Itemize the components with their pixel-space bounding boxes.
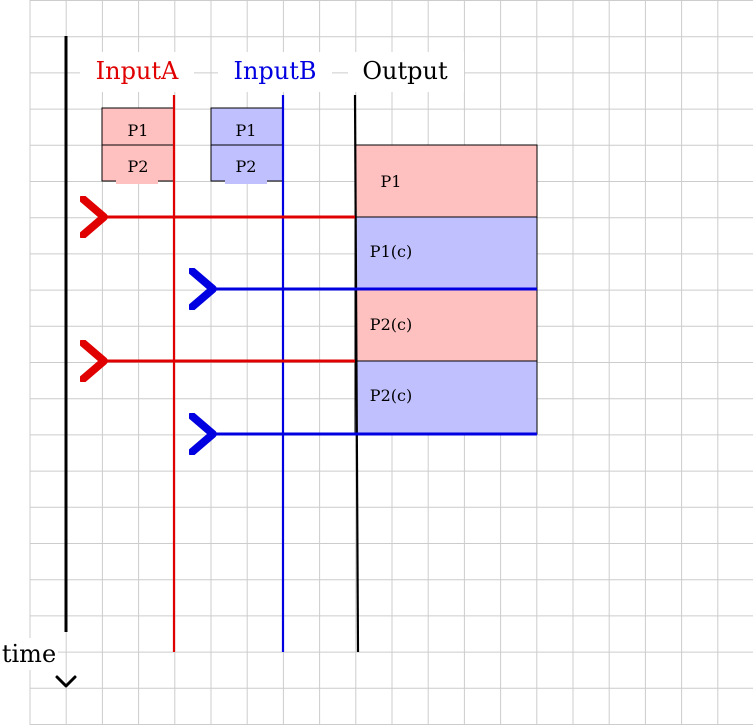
lane-header-output: Output <box>362 57 448 85</box>
output-label-2: P1(c) <box>370 242 412 261</box>
lane-header-input-b: InputB <box>233 57 316 85</box>
output-label-1: P1 <box>381 172 402 191</box>
lane-header-input-a: InputA <box>96 57 179 85</box>
output-block-3 <box>354 288 538 362</box>
output-block-4 <box>354 360 538 435</box>
time-axis: time <box>0 36 77 688</box>
lane-header-bg-b <box>218 52 332 92</box>
input-b-label-p2: P2 <box>236 157 257 176</box>
input-a-label-p1: P1 <box>128 121 149 140</box>
input-a-block-p1 <box>101 107 175 146</box>
input-a-block-p2 <box>101 144 175 182</box>
output-block-1 <box>354 144 538 218</box>
input-b-blocks: P1 P2 <box>210 107 284 184</box>
input-b-label-bg <box>225 178 267 184</box>
input-a-blocks: P1 P2 <box>101 107 175 184</box>
time-arrowhead-icon <box>55 675 77 688</box>
lane-header-bg-out <box>348 52 464 92</box>
request-arrows <box>104 217 537 434</box>
output-block-2 <box>354 216 538 290</box>
time-label-bg <box>0 638 58 670</box>
input-a-label-bg <box>116 178 158 184</box>
input-b-label-p1: P1 <box>236 121 257 140</box>
input-a-label-p2: P2 <box>128 157 149 176</box>
output-blocks: P1 P1(c) P2(c) P2(c) <box>354 144 538 435</box>
lane-line-output <box>353 94 360 653</box>
output-label-3: P2(c) <box>370 315 412 334</box>
input-b-block-p1 <box>210 107 284 146</box>
input-b-block-p2 <box>210 144 284 182</box>
lane-header-bg-a <box>80 52 194 92</box>
output-label-4: P2(c) <box>370 386 412 405</box>
time-label: time <box>2 640 56 668</box>
